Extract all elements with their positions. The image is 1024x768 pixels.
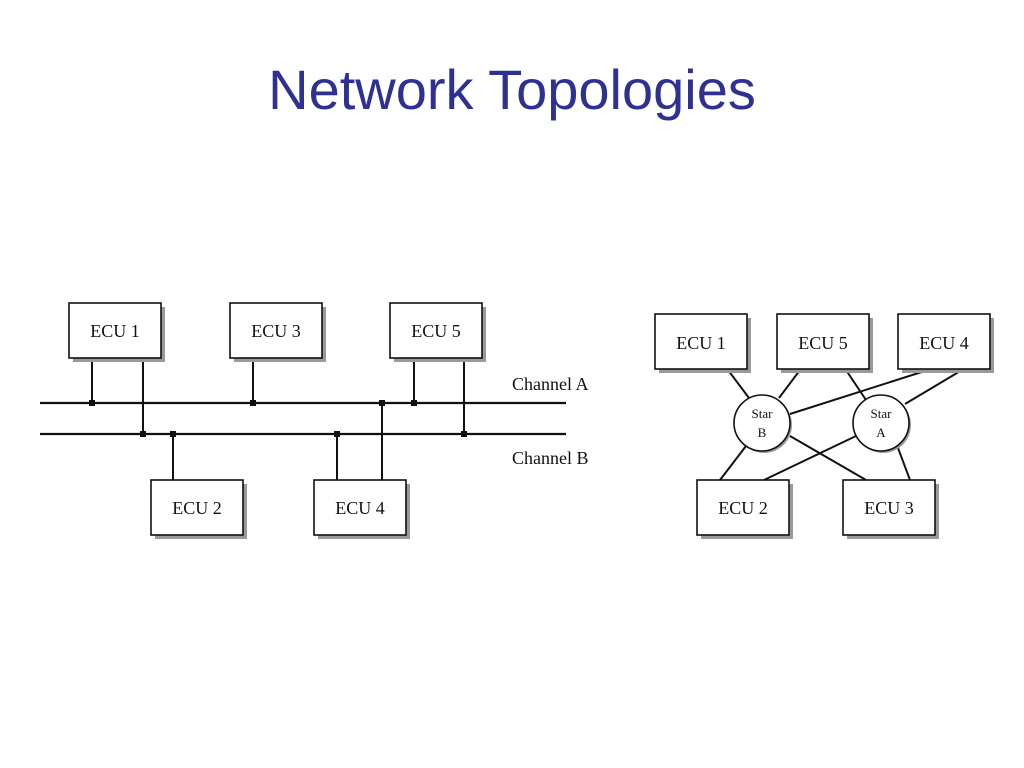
star-topology-diagram: Star B Star A ECU 1 ECU 5 ECU 4: [654, 313, 994, 539]
svg-text:ECU 2: ECU 2: [718, 498, 768, 518]
page-title: Network Topologies: [268, 58, 756, 121]
svg-text:Star: Star: [871, 406, 893, 421]
svg-text:ECU 4: ECU 4: [919, 333, 969, 353]
svg-text:ECU 3: ECU 3: [864, 498, 914, 518]
bus-junctions: [89, 400, 467, 437]
star-a-hub: Star A: [852, 394, 911, 453]
bus-ecu-4: ECU 4: [313, 479, 410, 539]
svg-text:Star: Star: [752, 406, 774, 421]
star-b-hub: Star B: [733, 394, 792, 453]
bus-wires: [91, 358, 465, 480]
svg-text:ECU 1: ECU 1: [90, 321, 140, 341]
star-ecu-1: ECU 1: [654, 313, 751, 373]
svg-text:ECU 5: ECU 5: [411, 321, 461, 341]
svg-text:ECU 2: ECU 2: [172, 498, 222, 518]
svg-text:ECU 1: ECU 1: [676, 333, 726, 353]
svg-text:ECU 5: ECU 5: [798, 333, 848, 353]
bus-ecu-3: ECU 3: [229, 302, 326, 362]
star-wires: [719, 369, 963, 481]
bus-ecu-1: ECU 1: [68, 302, 165, 362]
channel-a-label: Channel A: [512, 374, 589, 394]
star-ecu-5: ECU 5: [776, 313, 873, 373]
bus-ecu-5: ECU 5: [389, 302, 486, 362]
star-ecu-3: ECU 3: [842, 479, 939, 539]
svg-text:A: A: [876, 425, 886, 440]
star-ecu-2: ECU 2: [696, 479, 793, 539]
svg-text:ECU 3: ECU 3: [251, 321, 301, 341]
star-ecu-4: ECU 4: [897, 313, 994, 373]
channel-b-label: Channel B: [512, 448, 589, 468]
svg-text:ECU 4: ECU 4: [335, 498, 385, 518]
bus-ecu-2: ECU 2: [150, 479, 247, 539]
svg-text:B: B: [758, 425, 767, 440]
